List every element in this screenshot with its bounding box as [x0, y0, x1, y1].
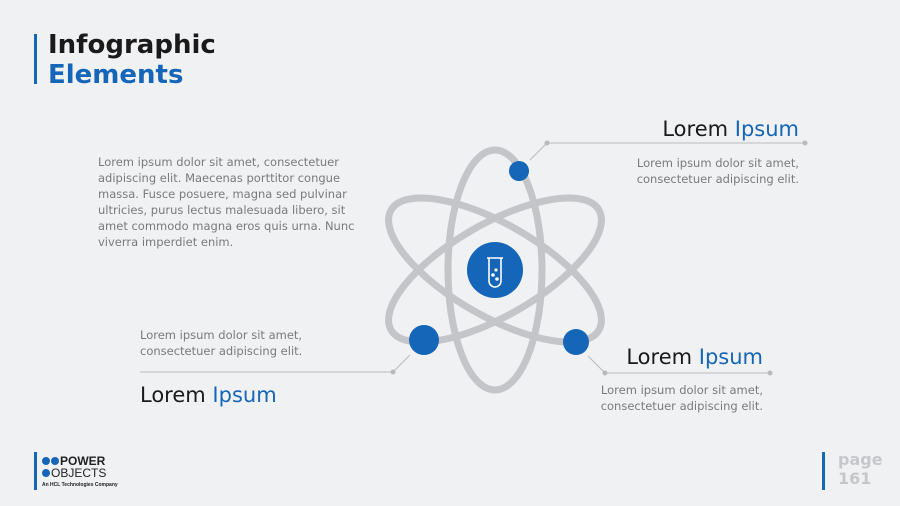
electron-left [409, 325, 439, 355]
atom-orbits [385, 146, 605, 394]
logo-word-2: OBJECTS [51, 466, 107, 480]
electron-right [563, 329, 589, 355]
heading-accent-word: Ipsum [212, 383, 277, 407]
title-accent-bar [34, 34, 37, 84]
intro-text: Lorem ipsum dolor sit amet, consectetuer… [98, 155, 355, 249]
callout-text-right: Lorem ipsum dolor sit amet, consectetuer… [600, 383, 763, 413]
page-title: Infographic Elements [48, 30, 216, 90]
page-number-value: 161 [838, 469, 872, 488]
heading-word: Lorem [140, 383, 206, 407]
connector-lines [140, 140, 808, 376]
orbit-tilted-left [385, 194, 605, 346]
electron-top [509, 161, 529, 181]
logo-tagline: An HCL Technologies Company [42, 482, 118, 488]
page-number: page 161 [838, 450, 883, 488]
callout-heading-top: Lorem Ipsum [662, 117, 799, 141]
heading-word: Lorem [662, 117, 729, 141]
title-line-2: Elements [48, 60, 184, 90]
heading-accent-word: Ipsum [698, 345, 763, 369]
callout-text-left: Lorem ipsum dolor sit amet, consectetuer… [140, 328, 303, 358]
callout-text-top: Lorem ipsum dolor sit amet, consectetuer… [636, 156, 799, 186]
callout-heading-right: Lorem Ipsum [626, 345, 763, 369]
callout-heading-left: Lorem Ipsum [140, 383, 277, 407]
logo-word-1: POWER [60, 454, 106, 468]
orbit-tilted-right [385, 194, 605, 346]
title-line-1: Infographic [48, 30, 216, 60]
logo-accent-bar [34, 452, 37, 490]
orbit-vertical [444, 146, 546, 394]
page-accent-bar [822, 452, 825, 490]
test-tube-icon [487, 257, 503, 288]
company-logo: POWER OBJECTS An HCL Technologies Compan… [42, 455, 118, 488]
heading-word: Lorem [626, 345, 693, 369]
page-label: page [838, 450, 883, 469]
heading-accent-word: Ipsum [734, 117, 799, 141]
